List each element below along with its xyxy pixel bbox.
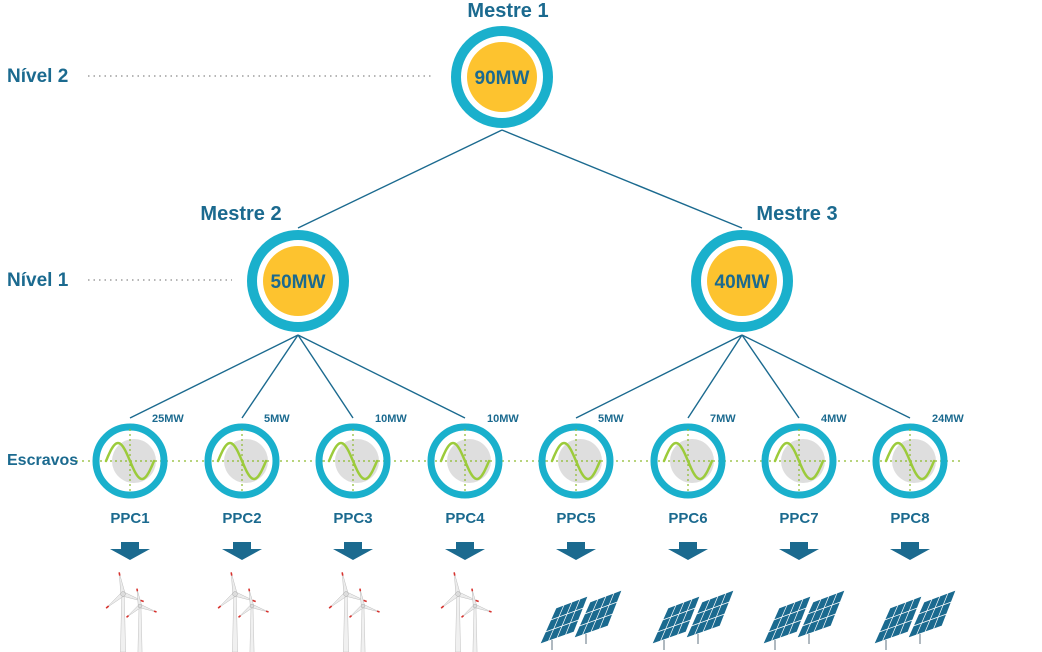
ppc-node-6 bbox=[650, 423, 726, 499]
arrow-down-icon bbox=[890, 542, 930, 560]
ppc-label-2: PPC2 bbox=[222, 510, 262, 527]
ppc-node-8 bbox=[872, 423, 948, 499]
generator-disc-icon bbox=[224, 439, 268, 483]
generator-disc-icon bbox=[670, 439, 714, 483]
master-node-3: 40MW bbox=[691, 230, 793, 332]
sine-wave-icon bbox=[550, 441, 602, 481]
arrow-down-icon bbox=[445, 542, 485, 560]
sine-wave-icon bbox=[216, 441, 268, 481]
ppc-power-3: 10MW bbox=[375, 413, 407, 425]
sine-wave-icon bbox=[439, 441, 491, 481]
solar-panels-icon bbox=[539, 589, 623, 650]
generator-disc-icon bbox=[892, 439, 936, 483]
arrow-down-icon bbox=[333, 542, 373, 560]
generator-disc-icon bbox=[112, 439, 156, 483]
master-power-1: 90MW bbox=[475, 68, 530, 89]
ppc-node-7 bbox=[761, 423, 837, 499]
level1-label: Nível 1 bbox=[7, 270, 69, 291]
solar-panels-icon bbox=[762, 589, 846, 650]
ppc-power-5: 5MW bbox=[598, 413, 624, 425]
ppc-power-6: 7MW bbox=[710, 413, 736, 425]
ppc-power-1: 25MW bbox=[152, 413, 184, 425]
arrow-down-icon bbox=[779, 542, 819, 560]
sine-wave-icon bbox=[104, 441, 156, 481]
ppc-power-4: 10MW bbox=[487, 413, 519, 425]
sine-wave-icon bbox=[773, 441, 825, 481]
generator-disc-icon bbox=[781, 439, 825, 483]
ppc-label-4: PPC4 bbox=[445, 510, 485, 527]
arrow-down-icon bbox=[222, 542, 262, 560]
ppc-label-3: PPC3 bbox=[333, 510, 373, 527]
generator-disc-icon bbox=[447, 439, 491, 483]
solar-panels-icon bbox=[873, 589, 957, 650]
ppc-label-7: PPC7 bbox=[779, 510, 819, 527]
ppc-power-8: 24MW bbox=[932, 413, 964, 425]
ppc-label-5: PPC5 bbox=[556, 510, 596, 527]
master-title-3: Mestre 3 bbox=[756, 203, 838, 225]
wind-turbines-icon bbox=[105, 572, 157, 652]
master-node-2: 50MW bbox=[247, 230, 349, 332]
wind-turbines-icon bbox=[217, 572, 269, 652]
level2-label: Nível 2 bbox=[7, 66, 69, 87]
sine-wave-icon bbox=[327, 441, 379, 481]
ppc-power-7: 4MW bbox=[821, 413, 847, 425]
master-power-3: 40MW bbox=[715, 272, 770, 293]
ppc-label-8: PPC8 bbox=[890, 510, 930, 527]
ppc-node-5 bbox=[538, 423, 614, 499]
generator-disc-icon bbox=[335, 439, 379, 483]
master-title-2: Mestre 2 bbox=[200, 203, 282, 225]
wind-turbines-icon bbox=[328, 572, 380, 652]
tree-connectors bbox=[129, 129, 911, 419]
arrow-down-icon bbox=[556, 542, 596, 560]
master-node-1: 90MW bbox=[451, 26, 553, 128]
sine-wave-icon bbox=[884, 441, 936, 481]
master-title-1: Mestre 1 bbox=[467, 0, 549, 22]
slaves-label: Escravos bbox=[7, 452, 79, 469]
sine-wave-icon bbox=[662, 441, 714, 481]
ppc-label-6: PPC6 bbox=[668, 510, 708, 527]
ppc-node-1 bbox=[92, 423, 168, 499]
generator-disc-icon bbox=[558, 439, 602, 483]
wind-turbines-icon bbox=[440, 572, 492, 652]
arrow-down-icon bbox=[668, 542, 708, 560]
ppc-node-3 bbox=[315, 423, 391, 499]
master-power-2: 50MW bbox=[271, 272, 326, 293]
ppc-node-4 bbox=[427, 423, 503, 499]
ppc-node-2 bbox=[204, 423, 280, 499]
ppc-label-1: PPC1 bbox=[110, 510, 150, 527]
ppc-power-2: 5MW bbox=[264, 413, 290, 425]
solar-panels-icon bbox=[651, 589, 735, 650]
arrow-down-icon bbox=[110, 542, 150, 560]
